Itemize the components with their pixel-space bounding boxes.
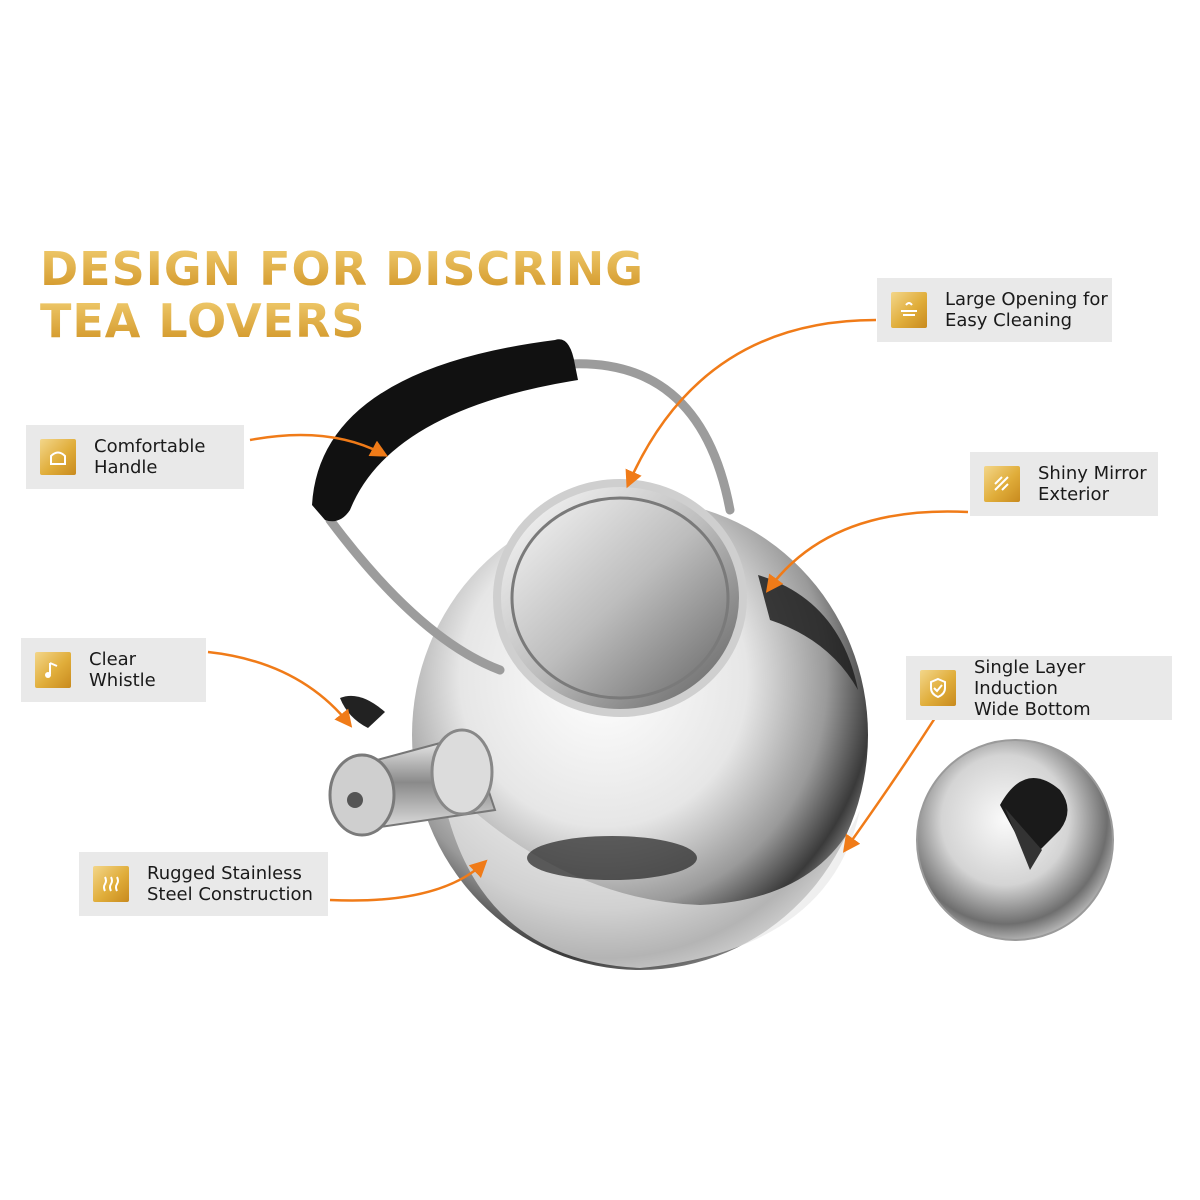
kettle-handle-grip (312, 339, 578, 522)
opening-icon (891, 292, 927, 328)
handle-icon (40, 439, 76, 475)
headline: DESIGN FOR DISCRING TEA LOVERS (40, 243, 660, 363)
arrow-large-opening (625, 318, 877, 489)
callout-induction-line2: Wide Bottom (974, 698, 1091, 720)
headline-art: DESIGN FOR DISCRING TEA LOVERS (40, 243, 644, 348)
kettle-handle-wire (325, 359, 735, 675)
heat-waves-icon (93, 866, 129, 902)
callout-large-opening-line2: Easy Cleaning (945, 310, 1073, 331)
arrow-induction (842, 717, 937, 853)
headline-line-2: TEA LOVERS (40, 294, 366, 348)
callout-mirror-line2: Exterior (1038, 484, 1109, 505)
callout-large-opening: Large Opening for Easy Cleaning (877, 278, 1112, 342)
callout-mirror: Shiny Mirror Exterior (970, 452, 1158, 516)
shield-check-icon (920, 670, 956, 706)
kettle (312, 339, 868, 970)
callout-mirror-line1: Shiny Mirror (1038, 463, 1147, 484)
callout-induction-line1: Single Layer Induction (974, 656, 1086, 699)
callout-handle: Comfortable Handle (26, 425, 244, 489)
callout-induction: Single Layer Induction Wide Bottom (906, 656, 1172, 720)
mirror-icon (984, 466, 1020, 502)
callout-steel-line2: Steel Construction (147, 884, 313, 905)
kettle-lid (916, 739, 1114, 941)
arrow-mirror (765, 510, 969, 593)
kettle-opening (493, 479, 747, 717)
arrow-whistle (207, 650, 353, 728)
callout-whistle: Clear Whistle (21, 638, 206, 702)
headline-line-1: DESIGN FOR DISCRING (40, 243, 644, 296)
kettle-spout (328, 695, 497, 837)
callout-whistle-line1: Clear (89, 649, 137, 670)
callout-handle-line1: Comfortable (94, 436, 206, 457)
arrow-handle (249, 433, 389, 457)
callout-large-opening-line1: Large Opening for (945, 289, 1108, 310)
music-note-icon (35, 652, 71, 688)
callout-steel: Rugged Stainless Steel Construction (79, 852, 328, 916)
callout-whistle-line2: Whistle (89, 670, 156, 691)
callout-handle-line2: Handle (94, 457, 158, 478)
callout-steel-line1: Rugged Stainless (147, 863, 302, 884)
arrow-steel (329, 859, 488, 902)
